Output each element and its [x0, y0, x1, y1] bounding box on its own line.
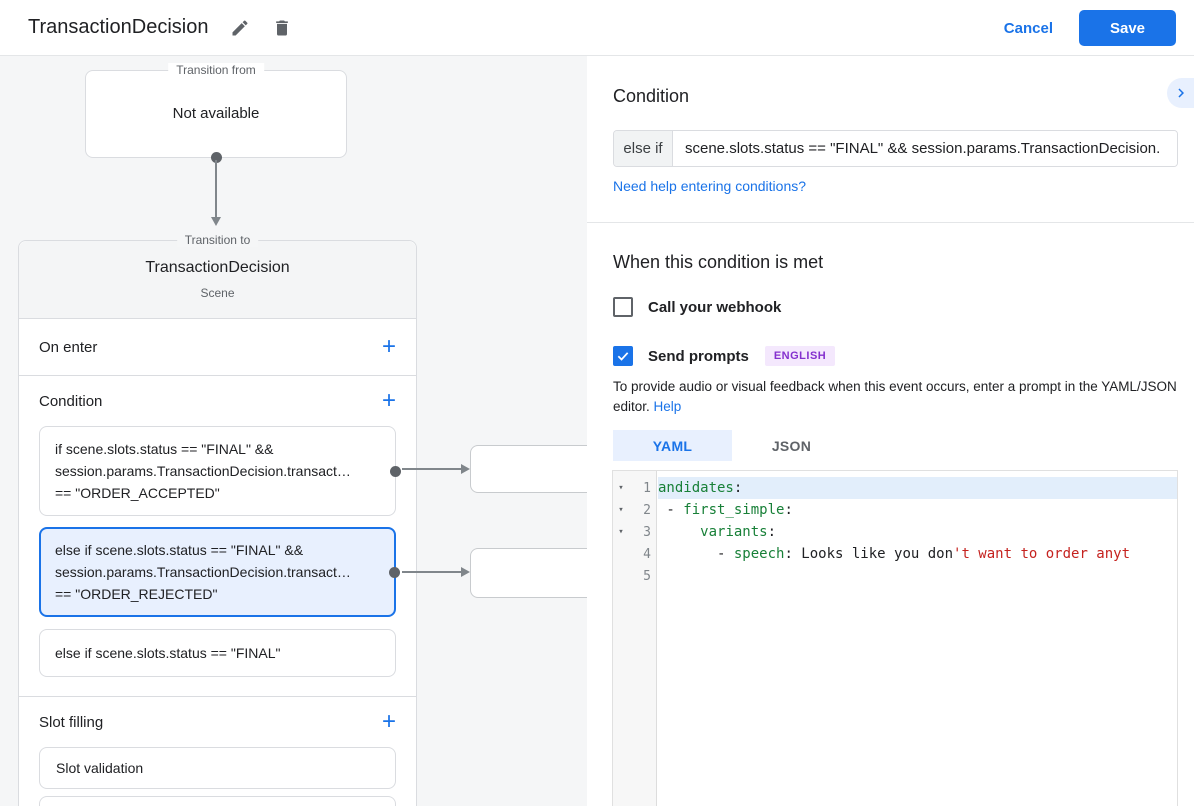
line-number: 2: [643, 502, 651, 518]
condition-prefix-label: else if: [614, 131, 673, 166]
editor-format-tabs: YAML JSON: [613, 430, 851, 461]
tab-yaml[interactable]: YAML: [613, 430, 732, 461]
transition-from-value: Not available: [172, 105, 260, 122]
code-text[interactable]: [658, 565, 1177, 587]
fold-toggle-icon[interactable]: ▾: [618, 483, 624, 493]
editor-gutter: [613, 471, 657, 806]
transition-arrow-line: [402, 468, 461, 470]
transition-target-box[interactable]: [470, 445, 587, 493]
condition-help-link[interactable]: Need help entering conditions?: [613, 178, 807, 194]
code-line: 5: [613, 565, 1177, 587]
feedback-hint-text: To provide audio or visual feedback when…: [613, 377, 1179, 417]
code-line: 4 - speech: Looks like you don't want to…: [613, 543, 1177, 565]
condition-text-line: session.params.TransactionDecision.trans…: [55, 564, 351, 580]
on-enter-section: On enter +: [19, 319, 416, 376]
transition-arrow-line: [402, 571, 461, 573]
condition-section-label: Condition: [39, 392, 103, 410]
code-text[interactable]: - speech: Looks like you don't want to o…: [658, 546, 1131, 562]
transition-to-legend: Transition to: [176, 233, 259, 247]
transition-target-box[interactable]: [470, 548, 587, 598]
pencil-icon: [230, 18, 250, 38]
condition-text-line: == "ORDER_REJECTED": [55, 586, 218, 602]
page-title: TransactionDecision: [28, 16, 209, 38]
line-number: 4: [643, 546, 651, 562]
edit-scene-button[interactable]: [230, 18, 250, 38]
trash-icon: [272, 17, 292, 39]
line-number: 3: [643, 524, 651, 540]
webhook-row: Call your webhook: [613, 297, 781, 317]
delete-scene-button[interactable]: [272, 17, 292, 39]
transition-arrowhead-icon: [461, 464, 470, 474]
language-badge: ENGLISH: [764, 346, 836, 366]
condition-section: Condition + if scene.slots.status == "FI…: [19, 384, 416, 697]
on-enter-label: On enter: [39, 338, 98, 356]
chevron-right-icon: [1167, 84, 1190, 102]
fold-toggle-icon[interactable]: ▾: [618, 527, 624, 537]
condition-expression-input[interactable]: [673, 131, 1177, 166]
divider: [587, 222, 1194, 223]
connection-dot[interactable]: [211, 152, 222, 163]
slot-validation-card[interactable]: Slot validation: [39, 747, 396, 789]
top-bar: TransactionDecision Cancel Save: [0, 0, 1194, 56]
code-line: ▾ 3 variants:: [613, 521, 1177, 543]
add-condition-button[interactable]: +: [381, 387, 396, 414]
condition-card-accepted[interactable]: if scene.slots.status == "FINAL" && sess…: [39, 426, 401, 516]
feedback-hint-body: To provide audio or visual feedback when…: [613, 379, 1177, 414]
code-text[interactable]: - first_simple:: [658, 502, 793, 518]
tab-json[interactable]: JSON: [732, 430, 851, 461]
code-line: ▾ 2 - first_simple:: [613, 499, 1177, 521]
condition-text-line: == "ORDER_ACCEPTED": [55, 485, 220, 501]
slot-filling-section: Slot filling + Slot validation: [19, 705, 416, 806]
call-webhook-checkbox[interactable]: [613, 297, 633, 317]
line-number: 1: [643, 480, 651, 496]
condition-card-rejected-selected[interactable]: else if scene.slots.status == "FINAL" &&…: [39, 527, 400, 617]
code-line: ▾ 1 andidates:: [613, 477, 1177, 499]
code-text[interactable]: andidates:: [658, 477, 1177, 499]
condition-heading: Condition: [613, 86, 690, 106]
transition-from-legend: Transition from: [168, 63, 264, 77]
condition-text-line: else if scene.slots.status == "FINAL": [55, 645, 281, 661]
save-button[interactable]: Save: [1079, 10, 1176, 46]
transition-arrowhead-icon: [211, 217, 221, 226]
code-text[interactable]: variants:: [700, 524, 777, 540]
condition-editor-panel: Condition else if Need help entering con…: [587, 56, 1194, 806]
slot-filling-label: Slot filling: [39, 713, 104, 731]
scene-type-label: Scene: [200, 286, 235, 300]
code-editor[interactable]: ▾ 1 andidates: ▾ 2 - first_simple: ▾ 3 variant…: [612, 470, 1178, 806]
add-slot-button[interactable]: +: [381, 708, 396, 735]
connection-dot[interactable]: [390, 466, 401, 477]
code-lines: ▾ 1 andidates: ▾ 2 - first_simple: ▾ 3 variant…: [613, 477, 1177, 587]
cancel-button[interactable]: Cancel: [1003, 19, 1053, 37]
feedback-help-link[interactable]: Help: [653, 399, 682, 414]
collapse-panel-button[interactable]: [1167, 78, 1194, 108]
scene-card-header[interactable]: TransactionDecision Scene: [19, 241, 416, 319]
condition-text-line: if scene.slots.status == "FINAL" &&: [55, 441, 274, 457]
condition-text-line: else if scene.slots.status == "FINAL" &&: [55, 542, 304, 558]
transition-arrow-line: [215, 160, 217, 218]
partial-card[interactable]: [39, 796, 396, 806]
condition-card-final[interactable]: else if scene.slots.status == "FINAL": [39, 629, 396, 677]
transition-arrowhead-icon: [461, 567, 470, 577]
line-number: 5: [643, 568, 651, 584]
add-on-enter-button[interactable]: +: [381, 333, 396, 360]
fold-toggle-icon[interactable]: ▾: [618, 505, 624, 515]
condition-input-group: else if: [613, 130, 1178, 167]
condition-text-line: session.params.TransactionDecision.trans…: [55, 463, 351, 479]
call-webhook-label: Call your webhook: [648, 298, 782, 316]
condition-met-heading: When this condition is met: [613, 252, 824, 272]
send-prompts-checkbox[interactable]: [613, 346, 633, 366]
transition-from-box: Transition from Not available: [85, 63, 347, 163]
checkmark-icon: [617, 352, 629, 361]
scene-card: Transition to TransactionDecision Scene …: [18, 233, 417, 806]
send-prompts-label: Send prompts: [648, 347, 749, 365]
scene-graph-canvas: Transition from Not available Transition…: [0, 56, 587, 806]
scene-name: TransactionDecision: [145, 259, 290, 276]
connection-dot[interactable]: [389, 567, 400, 578]
send-prompts-row: Send prompts ENGLISH: [613, 346, 836, 366]
